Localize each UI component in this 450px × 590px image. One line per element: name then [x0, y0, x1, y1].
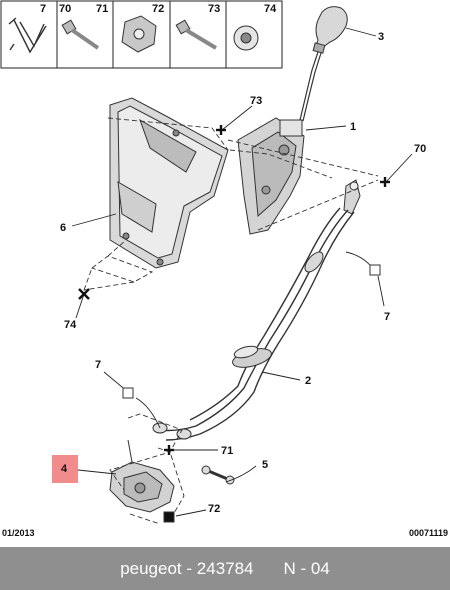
caption-brand: peugeot	[120, 558, 182, 578]
caption-sep: -	[186, 558, 193, 578]
header-number-74: 74	[264, 3, 277, 15]
square-marker-icon	[122, 264, 381, 523]
cable-end-fitting-top	[343, 179, 361, 215]
callout-4: 4	[61, 463, 68, 475]
highlight-box-part-4	[52, 455, 78, 483]
callout-7-right: 7	[384, 311, 390, 323]
washer-screw-icon	[233, 25, 259, 51]
bolt-icon-73	[175, 19, 218, 50]
footer-ref: 00071119	[408, 528, 448, 538]
callout-73: 73	[250, 95, 262, 107]
header-number-71: 71	[96, 3, 108, 15]
callout-71: 71	[221, 445, 233, 457]
hex-nut-icon	[121, 15, 157, 53]
gearbox-lever-mount	[109, 439, 175, 513]
callout-3: 3	[378, 31, 384, 43]
gear-lever	[299, 51, 322, 122]
gear-knob	[312, 6, 348, 54]
header-number-7: 7	[40, 3, 46, 15]
callout-1: 1	[350, 121, 356, 133]
cross-marker-icon	[78, 125, 390, 455]
header-number-72: 72	[152, 3, 164, 15]
callout-6: 6	[60, 222, 66, 234]
cable-sleeve	[232, 251, 324, 368]
link-rod	[201, 465, 235, 485]
header-number-73: 73	[208, 3, 220, 15]
caption-position: N - 04	[283, 558, 330, 578]
bolt-icon	[61, 19, 100, 50]
hose-clip-icon	[8, 17, 47, 54]
caption-bar: peugeot - 243784 N - 04	[0, 547, 450, 590]
support-bracket	[109, 97, 229, 269]
gear-cables	[159, 207, 355, 441]
callout-7-left: 7	[95, 359, 101, 371]
callout-70: 70	[414, 143, 426, 155]
callout-5: 5	[262, 459, 268, 471]
gear-selector-housing	[237, 117, 305, 235]
caption-part-number: 243784	[196, 558, 254, 578]
footer-date: 01/2013	[2, 528, 35, 538]
callout-74: 74	[64, 319, 77, 331]
callout-2: 2	[305, 375, 311, 387]
header-number-70: 70	[59, 3, 71, 15]
callout-72: 72	[208, 503, 220, 515]
dashed-guides	[83, 117, 379, 525]
